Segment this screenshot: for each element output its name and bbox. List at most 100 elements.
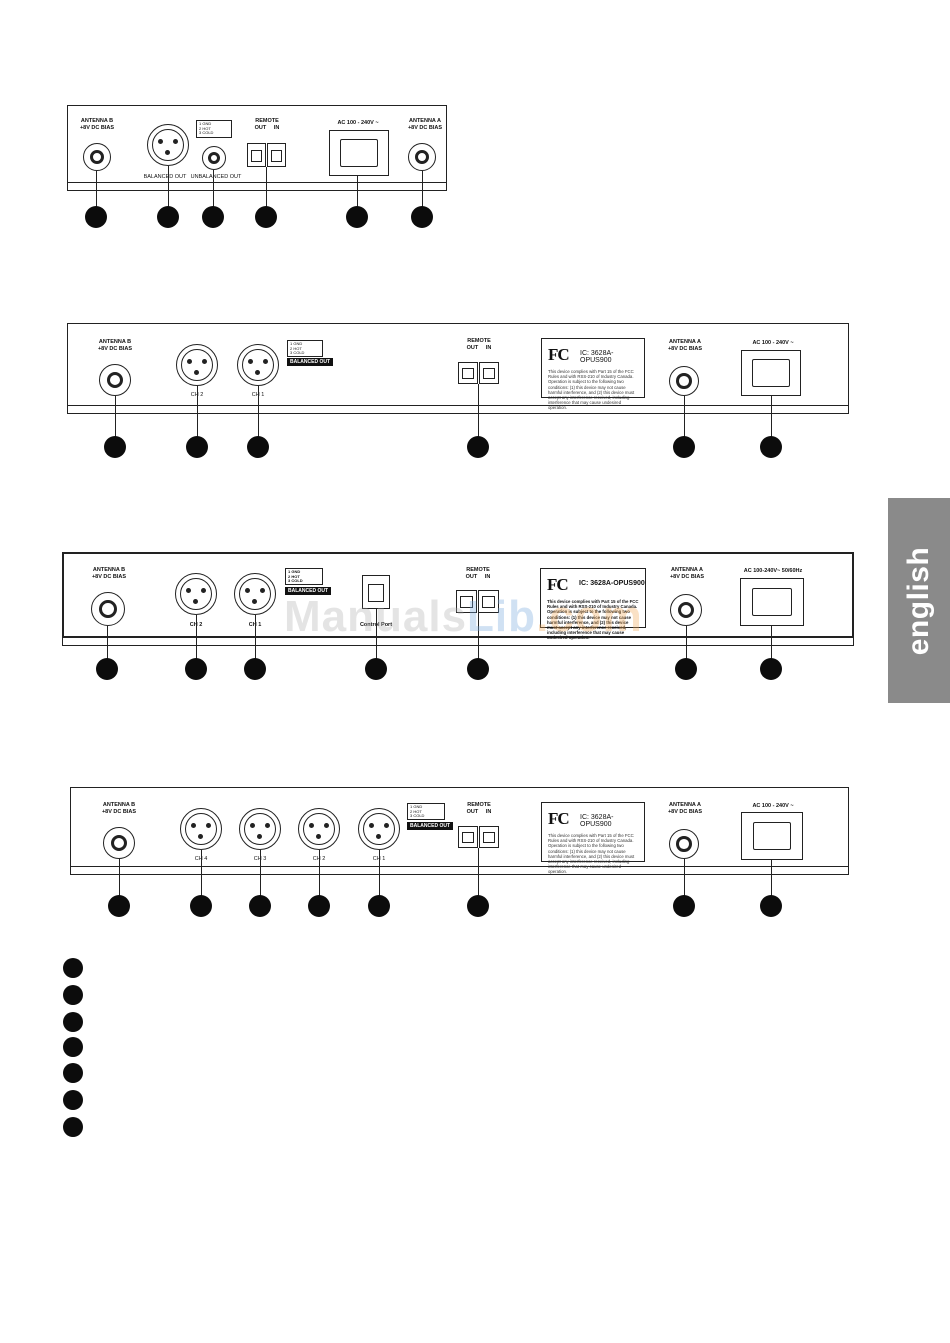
ch1-xlr <box>234 573 276 615</box>
callout-marker <box>411 206 433 228</box>
balanced-out-label: BALANCED OUT <box>143 174 187 180</box>
fcc-id: IC: 3628A-OPUS900 <box>579 580 645 587</box>
antenna-a-label: ANTENNA A+8V DC BIAS <box>669 567 705 580</box>
panel-1-foot <box>67 183 447 191</box>
antenna-b-connector <box>99 364 131 396</box>
ch2-xlr <box>175 573 217 615</box>
panel-2-foot <box>67 406 849 414</box>
callout-marker <box>760 895 782 917</box>
callout-marker <box>190 895 212 917</box>
fcc-compliance-box: FC IC: 3628A-OPUS900 This device complie… <box>540 568 646 640</box>
unbalanced-out-jack <box>202 146 226 170</box>
remote-out-port <box>458 362 478 384</box>
legend-marker <box>63 1037 83 1057</box>
legend-marker <box>63 1012 83 1032</box>
fcc-logo: FC <box>548 345 570 364</box>
remote-label: REMOTE OUT IN <box>466 338 492 351</box>
antenna-b-connector <box>103 827 135 859</box>
ac-label: AC 100 - 240V ~ <box>752 340 794 346</box>
legend-marker <box>63 1117 83 1137</box>
callout-marker <box>108 895 130 917</box>
legend-marker <box>63 1063 83 1083</box>
ac-inlet <box>741 350 801 396</box>
callout-marker <box>308 895 330 917</box>
antenna-b-label: ANTENNA B+8V DC BIAS <box>79 118 115 131</box>
antenna-b-label: ANTENNA B+8V DC BIAS <box>97 339 133 352</box>
fcc-compliance-box: FC IC: 3628A-OPUS900 This device complie… <box>541 338 645 410</box>
callout-marker <box>760 658 782 680</box>
legend-marker <box>63 958 83 978</box>
callout-marker <box>673 436 695 458</box>
callout-marker <box>104 436 126 458</box>
callout-marker <box>673 895 695 917</box>
ac-inlet <box>741 812 803 860</box>
ac-label: AC 100 - 240V ~ <box>752 803 794 809</box>
ch3-xlr <box>239 808 281 850</box>
callout-marker <box>202 206 224 228</box>
legend-marker <box>63 1090 83 1110</box>
balanced-out-label: BALANCED OUT <box>287 358 333 366</box>
language-tab: english <box>888 498 950 703</box>
callout-marker <box>186 436 208 458</box>
fcc-compliance-box: FC IC: 3628A-OPUS900 This device complie… <box>541 802 645 874</box>
watermark: ManualsLib.com <box>284 592 643 641</box>
remote-in-port <box>267 143 286 167</box>
remote-in-port <box>479 362 499 384</box>
ac-inlet <box>329 130 389 176</box>
callout-marker <box>255 206 277 228</box>
callout-marker <box>85 206 107 228</box>
ac-label: AC 100-240V~ 50/60Hz <box>743 568 803 574</box>
ch1-xlr <box>358 808 400 850</box>
balanced-out-label: BALANCED OUT <box>407 822 453 830</box>
remote-out-port <box>247 143 266 167</box>
fcc-id: IC: 3628A-OPUS900 <box>580 814 614 828</box>
remote-label: REMOTE OUT IN <box>466 802 492 815</box>
balanced-out-label: BALANCED OUT <box>285 587 331 595</box>
remote-out-port <box>458 826 478 848</box>
balanced-out-xlr <box>147 124 189 166</box>
remote-label: REMOTE OUT IN <box>465 567 491 580</box>
callout-marker <box>96 658 118 680</box>
antenna-b-label: ANTENNA B+8V DC BIAS <box>91 567 127 580</box>
ac-inlet <box>740 578 804 626</box>
antenna-b-label: ANTENNA B+8V DC BIAS <box>101 802 137 815</box>
control-port <box>362 575 390 609</box>
callout-marker <box>760 436 782 458</box>
fcc-logo: FC <box>547 575 569 594</box>
callout-marker <box>185 658 207 680</box>
fcc-id: IC: 3628A-OPUS900 <box>580 350 614 364</box>
callout-marker <box>249 895 271 917</box>
callout-marker <box>467 658 489 680</box>
remote-label: REMOTE OUT IN <box>254 118 280 131</box>
antenna-a-connector <box>669 366 699 396</box>
language-tab-label: english <box>902 546 935 655</box>
panel-4-foot <box>70 867 849 875</box>
ac-label: AC 100 - 240V ~ <box>337 120 379 126</box>
callout-marker <box>244 658 266 680</box>
ch1-xlr <box>237 344 279 386</box>
callout-marker <box>247 436 269 458</box>
antenna-a-connector <box>670 594 702 626</box>
fcc-text: This device complies with Part 15 of the… <box>548 833 635 875</box>
callout-marker <box>365 658 387 680</box>
antenna-a-connector <box>408 143 436 171</box>
unbalanced-out-label: UNBALANCED OUT <box>190 174 242 180</box>
antenna-a-label: ANTENNA A+8V DC BIAS <box>667 339 703 352</box>
fcc-text: This device complies with Part 15 of the… <box>547 599 639 641</box>
antenna-a-label: ANTENNA A+8V DC BIAS <box>407 118 443 131</box>
callout-marker <box>157 206 179 228</box>
panel-3-foot <box>62 638 854 646</box>
callout-marker <box>675 658 697 680</box>
antenna-a-label: ANTENNA A+8V DC BIAS <box>667 802 703 815</box>
legend-marker <box>63 985 83 1005</box>
remote-in-port <box>478 590 499 613</box>
antenna-a-connector <box>669 829 699 859</box>
ch2-xlr <box>298 808 340 850</box>
remote-in-port <box>479 826 499 848</box>
ch4-xlr <box>180 808 222 850</box>
remote-out-port <box>456 590 477 613</box>
